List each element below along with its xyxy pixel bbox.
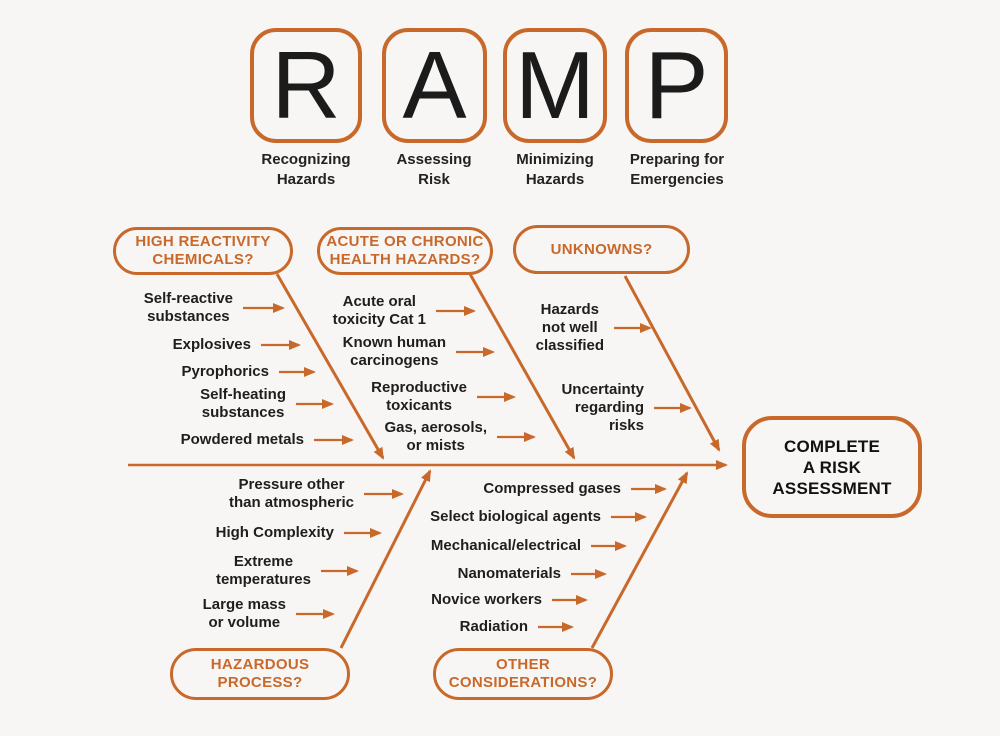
cause-radiation: Radiation <box>459 618 528 635</box>
category-other-considerations: OTHER CONSIDERATIONS? <box>433 648 613 700</box>
cause-explosives: Explosives <box>172 336 251 353</box>
ramp-caption-preparing-emergencies: Preparing for Emergencies <box>629 151 725 188</box>
ramp-letter-r: R <box>271 31 341 139</box>
cause-powdered-metals: Powdered metals <box>180 431 304 448</box>
cause-extreme-temperatures: Extreme temperatures <box>215 553 311 588</box>
ramp-letterbox-r: R <box>250 28 362 143</box>
cause-pressure-other-than-atmospheric: Pressure other than atmospheric <box>228 476 354 511</box>
conclusion-complete-risk-assessment: COMPLETE A RISK ASSESSMENT <box>742 416 922 518</box>
cause-gas-aerosols-mists: Gas, aerosols, or mists <box>384 419 487 454</box>
branch-health-hazards <box>468 273 576 460</box>
ramp-letter-a: A <box>402 31 467 139</box>
branch-hazardous-process <box>339 469 432 649</box>
ramp-letterbox-m: M <box>503 28 607 143</box>
category-hazardous-process: HAZARDOUS PROCESS? <box>170 648 350 700</box>
cause-mechanical-electrical: Mechanical/electrical <box>430 537 581 554</box>
ramp-letterbox-a: A <box>382 28 487 143</box>
category-acute-chronic-health-hazards: ACUTE OR CHRONIC HEALTH HAZARDS? <box>317 227 493 275</box>
category-unknowns: UNKNOWNS? <box>513 225 690 274</box>
ramp-letter-m: M <box>515 31 595 139</box>
cause-acute-oral-toxicity: Acute oral toxicity Cat 1 <box>332 293 426 328</box>
item-arrows-high-reactivity <box>243 303 354 445</box>
cause-high-complexity: High Complexity <box>215 524 334 541</box>
branch-other-considerations <box>590 471 689 649</box>
ramp-caption-minimizing-hazards: Minimizing Hazards <box>516 151 594 188</box>
cause-uncertainty-regarding-risks: Uncertainty regarding risks <box>561 381 644 434</box>
cause-known-human-carcinogens: Known human carcinogens <box>342 334 446 369</box>
ramp-caption-assessing-risk: Assessing Risk <box>396 151 472 188</box>
item-arrows-hazardous-process <box>296 489 404 619</box>
cause-select-biological-agents: Select biological agents <box>430 508 601 525</box>
cause-pyrophorics: Pyrophorics <box>181 363 269 380</box>
ramp-letterbox-p: P <box>625 28 728 143</box>
cause-novice-workers: Novice workers <box>431 591 542 608</box>
cause-reproductive-toxicants: Reproductive toxicants <box>371 379 467 414</box>
category-high-reactivity-chemicals: HIGH REACTIVITY CHEMICALS? <box>113 227 293 275</box>
branch-unknowns <box>623 275 721 452</box>
cause-hazards-not-well-classified: Hazards not well classified <box>535 301 604 354</box>
cause-compressed-gases: Compressed gases <box>483 480 621 497</box>
cause-self-reactive-substances: Self-reactive substances <box>143 290 233 325</box>
cause-self-heating-substances: Self-heating substances <box>200 386 286 421</box>
ramp-caption-recognizing-hazards: Recognizing Hazards <box>261 151 351 188</box>
item-arrows-other-considerations <box>538 484 667 632</box>
cause-large-mass-or-volume: Large mass or volume <box>202 596 286 631</box>
ramp-letter-p: P <box>644 31 709 139</box>
branch-high-reactivity <box>275 273 385 460</box>
item-arrows-health-hazards <box>436 306 536 442</box>
cause-nanomaterials: Nanomaterials <box>457 565 561 582</box>
item-arrows-unknowns <box>614 323 692 413</box>
